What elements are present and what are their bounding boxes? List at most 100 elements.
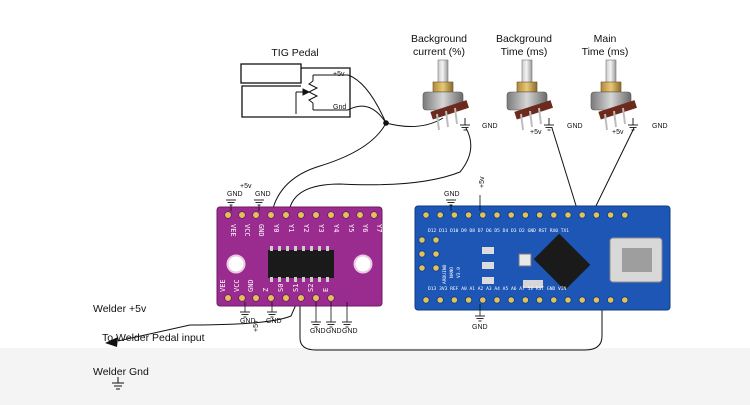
nano-top-pin-6 bbox=[493, 211, 501, 219]
nano-bottom-pin-4 bbox=[464, 296, 473, 304]
nano-bottom-pin-15 bbox=[621, 296, 629, 304]
nano-bottom-pin-12 bbox=[578, 296, 586, 304]
welder-labels: Welder +5v To Welder Pedal input Welder … bbox=[93, 303, 205, 390]
nano-icsp-pin-b3 bbox=[432, 264, 440, 272]
nano-reset-button[interactable] bbox=[518, 253, 532, 267]
mux-top-5v-label: +5v bbox=[240, 183, 252, 190]
pot2-gnd-label: GND bbox=[567, 123, 583, 130]
wire-mux-s bbox=[189, 299, 299, 326]
pot2-lead-1 bbox=[520, 113, 524, 131]
mux-top-pin-label-4: Y0 bbox=[272, 224, 280, 232]
mux-bottom-pin-5 bbox=[282, 294, 290, 302]
mux-bottom-pin-4 bbox=[267, 294, 275, 302]
mux-top-pin-label-10: Y6 bbox=[361, 224, 369, 232]
mux-top-pin-label-8: Y4 bbox=[332, 224, 340, 232]
nano-top-pin-11 bbox=[564, 211, 572, 219]
nano-ground-symbols bbox=[446, 195, 485, 322]
nano-icsp-pin-2 bbox=[418, 250, 426, 258]
mux-bottom-gnd-label: GND bbox=[240, 318, 256, 325]
mux-top-pin-10 bbox=[356, 211, 364, 219]
footer-band bbox=[0, 348, 750, 405]
mux-chip-leg-top-3 bbox=[286, 246, 289, 251]
mux-top-pin-label-5: Y1 bbox=[287, 224, 295, 232]
welder-pedal-input-label: To Welder Pedal input bbox=[102, 332, 205, 344]
mux-chip-legs bbox=[270, 246, 329, 282]
nano-bottom-pin-1 bbox=[422, 296, 430, 304]
pot2-5v-label: +5v bbox=[530, 129, 542, 136]
mux-top-pin-11 bbox=[370, 211, 378, 219]
pedal-potentiometer-symbol bbox=[295, 74, 348, 114]
mux-chip-leg-bottom-4 bbox=[294, 277, 297, 282]
nano-bottom-pin-9 bbox=[535, 296, 544, 304]
nano-top-pin-14 bbox=[606, 211, 615, 219]
pot1-nut bbox=[432, 81, 454, 93]
nano-top-pin-1 bbox=[422, 211, 430, 219]
pot3-gnd-label: GND bbox=[652, 123, 668, 130]
pot3-lead-1 bbox=[604, 113, 608, 131]
mux-bottom-ground-4 bbox=[326, 321, 336, 328]
mux-top-gnd2-label: GND bbox=[255, 191, 271, 198]
nano-icsp-pin-3 bbox=[418, 264, 426, 272]
nano-bottom-pin-14 bbox=[606, 296, 615, 304]
mux-top-pin-1 bbox=[224, 211, 232, 219]
wire-pedal-gnd bbox=[347, 105, 387, 124]
pot1-gnd-label: GND bbox=[482, 123, 498, 130]
nano-board-text-1: ARDUINO bbox=[442, 264, 448, 284]
nano-top-pin-2 bbox=[436, 211, 444, 219]
nano-bottom-pin-8 bbox=[521, 296, 530, 304]
nano-led-3 bbox=[482, 277, 494, 284]
nano-bottom-gnd-label: GND bbox=[472, 324, 488, 331]
nano-top-pin-5 bbox=[479, 211, 487, 219]
nano-top-pin-7 bbox=[507, 211, 515, 219]
mux-chip-leg-bottom-2 bbox=[278, 277, 281, 282]
nano-top-gnd-label: GND bbox=[444, 191, 460, 198]
wire-pot3-wiper bbox=[592, 127, 635, 213]
arrow-head bbox=[105, 337, 118, 347]
nano-bottom-pin-10 bbox=[550, 296, 558, 304]
nano-top-pin-3 bbox=[450, 211, 458, 219]
nano-pin-rows bbox=[418, 211, 629, 304]
mux-bottom-ground-2 bbox=[267, 311, 277, 318]
pot3-shaft bbox=[605, 59, 617, 85]
pot2-lead-3 bbox=[538, 107, 542, 125]
nano-top-pin-8 bbox=[521, 211, 530, 219]
nano-bottom-pin-6 bbox=[493, 296, 501, 304]
mux-top-pin-8 bbox=[327, 211, 335, 219]
mux-bottom-ground-5 bbox=[342, 321, 352, 328]
nano-bottom-pin-2 bbox=[436, 296, 444, 304]
mux-bottom-ground-3 bbox=[311, 321, 321, 328]
pot3-lead-2 bbox=[613, 110, 617, 128]
pot-titles: Background current (%) Background Time (… bbox=[411, 33, 628, 58]
pot3-nut bbox=[600, 81, 622, 93]
mux-e-gnd-label: GND bbox=[342, 328, 358, 335]
mux-chip-leg-bottom-8 bbox=[326, 277, 329, 282]
pot1-ground-symbol bbox=[460, 124, 470, 131]
mux-bottom-pin-label-4: Z bbox=[262, 288, 270, 292]
mux-bottom-pin-label-1: VEE bbox=[219, 279, 227, 292]
mux-top-pin-label-11: Y7 bbox=[375, 224, 383, 232]
nano-bottom-pin-11 bbox=[564, 296, 572, 304]
nano-bottom-ground bbox=[475, 315, 485, 322]
nano-power-labels: GND +5v GND bbox=[444, 176, 488, 331]
nano-bottom-pin-7 bbox=[507, 296, 515, 304]
wire-pedal-to-mux bbox=[271, 122, 387, 213]
mux-chip-leg-bottom-7 bbox=[318, 277, 321, 282]
nano-top-pin-labels: D12 D11 D10 D9 D8 D7 D6 D5 D4 D3 D2 GND … bbox=[428, 228, 569, 234]
pot1-title-line2: current (%) bbox=[413, 46, 465, 58]
tig-pedal: TIG Pedal +5v Gnd bbox=[240, 47, 351, 118]
pot3-title-line2: Time (ms) bbox=[582, 46, 629, 58]
wire-mux-z bbox=[299, 300, 603, 351]
pot3-title-line1: Main bbox=[594, 33, 617, 45]
pedal-gnd-label: Gnd bbox=[333, 104, 346, 111]
mux-bottom-pin-label-5: S0 bbox=[277, 284, 285, 292]
mux-top-pin-label-9: Y5 bbox=[347, 224, 355, 232]
pot2-title-line2: Time (ms) bbox=[501, 46, 548, 58]
mux-chip-leg-bottom-1 bbox=[270, 277, 273, 282]
mux-chip-leg-top-1 bbox=[270, 246, 273, 251]
mux-bottom-pin-3 bbox=[252, 294, 260, 302]
mux-mount-hole-right bbox=[353, 254, 373, 274]
pot1-lead-3 bbox=[454, 107, 458, 125]
